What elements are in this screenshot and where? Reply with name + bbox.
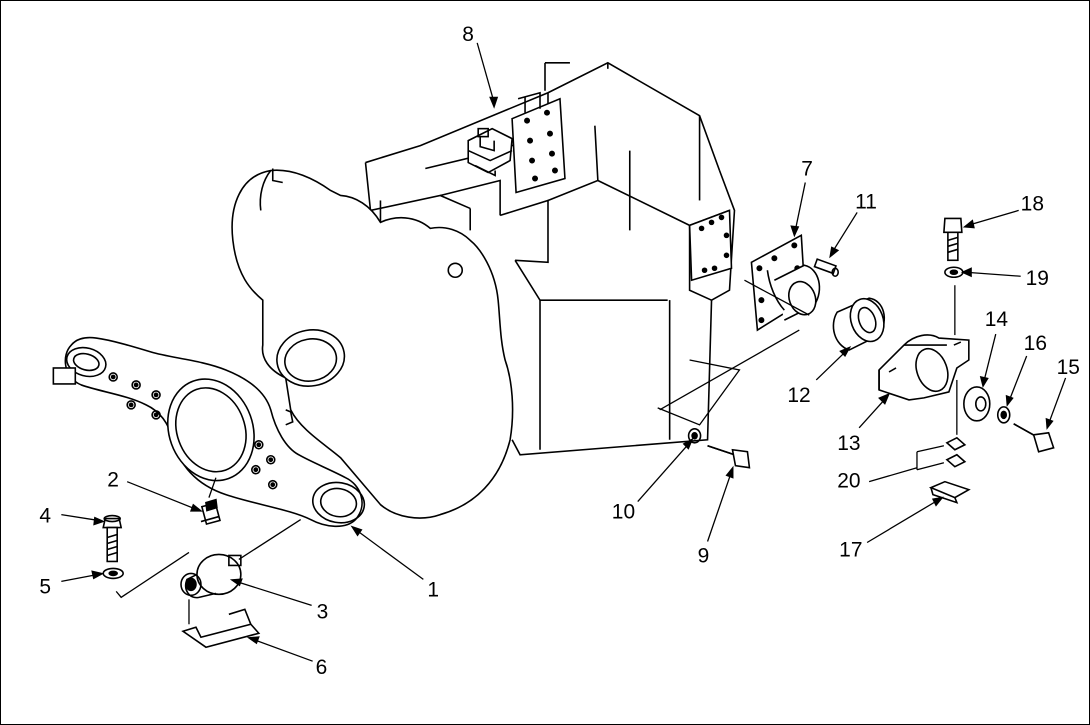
part-17-block bbox=[928, 480, 971, 504]
housing-mount-pad bbox=[688, 209, 733, 282]
part-19-washer bbox=[944, 266, 964, 279]
callout-19: 19 bbox=[1026, 267, 1049, 290]
callout-4: 4 bbox=[39, 505, 51, 528]
part-13-cap bbox=[878, 334, 970, 401]
callout-leaders bbox=[61, 42, 1067, 662]
part-3-bushing bbox=[180, 553, 242, 599]
part-16-washer bbox=[996, 406, 1011, 424]
callout-17: 17 bbox=[839, 538, 862, 561]
assembly-center-lines bbox=[115, 279, 958, 625]
callout-14: 14 bbox=[985, 308, 1009, 331]
callout-6: 6 bbox=[316, 656, 328, 679]
part-6-shim bbox=[181, 608, 261, 649]
part-9-bolt bbox=[707, 445, 751, 469]
part-7-pin-flange bbox=[750, 234, 821, 332]
part-15-bolt bbox=[1013, 423, 1055, 453]
transmission-housing bbox=[231, 61, 736, 519]
part-2-grease-fitting bbox=[200, 498, 221, 526]
part-18-bolt bbox=[943, 217, 963, 262]
part-1-equalizer-bar bbox=[52, 336, 366, 528]
callout-16: 16 bbox=[1024, 332, 1047, 355]
part-14-thrust-washer bbox=[963, 386, 991, 422]
part-11-dowel bbox=[813, 258, 839, 278]
part-8-top-bracket bbox=[467, 91, 566, 194]
part-5-washer bbox=[102, 567, 124, 580]
part-4-bolt bbox=[102, 514, 123, 563]
callout-3: 3 bbox=[317, 600, 329, 623]
callout-1: 1 bbox=[427, 578, 439, 601]
callout-2: 2 bbox=[107, 469, 119, 492]
part-10-washer bbox=[687, 428, 702, 444]
callout-15: 15 bbox=[1057, 356, 1080, 379]
callout-labels: 8 7 11 18 19 14 16 15 12 13 20 17 10 9 1… bbox=[39, 23, 1079, 679]
callout-12: 12 bbox=[787, 384, 810, 407]
callout-11: 11 bbox=[855, 190, 877, 213]
callout-13: 13 bbox=[837, 432, 860, 455]
callout-8: 8 bbox=[462, 23, 474, 46]
callout-20: 20 bbox=[837, 470, 860, 493]
callout-5: 5 bbox=[39, 575, 51, 598]
part-20-shims bbox=[945, 436, 967, 468]
callout-7: 7 bbox=[801, 158, 813, 181]
part-12-sleeve bbox=[832, 297, 886, 351]
callout-18: 18 bbox=[1021, 192, 1044, 215]
callout-10: 10 bbox=[612, 501, 635, 524]
callout-9: 9 bbox=[698, 544, 710, 567]
